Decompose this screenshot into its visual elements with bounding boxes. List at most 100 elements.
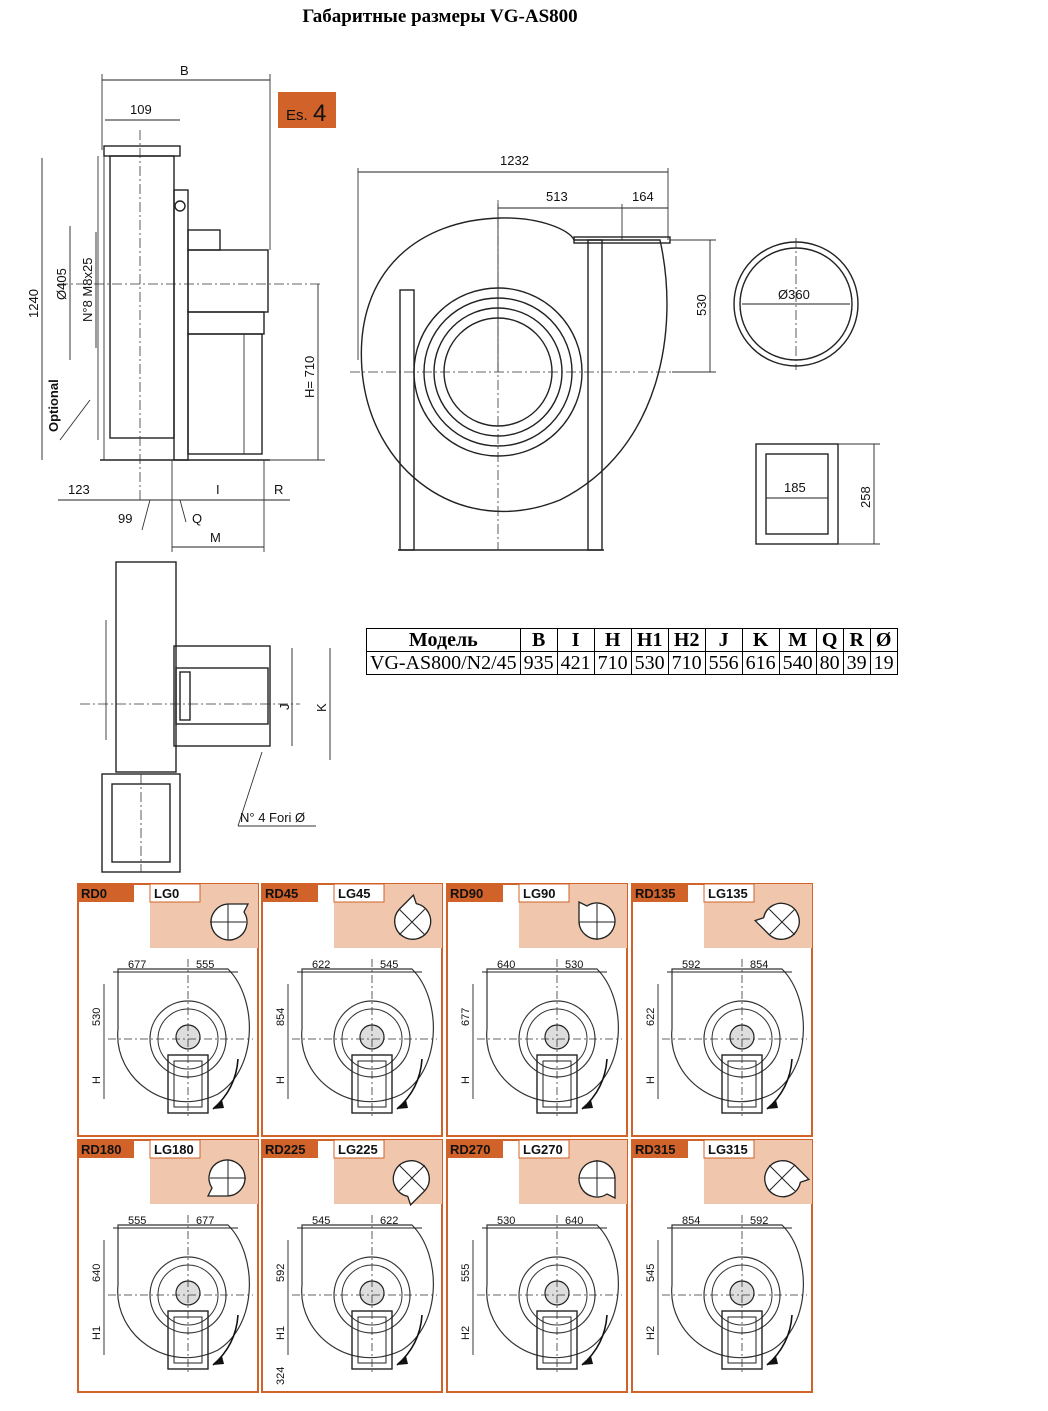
dim-m: M [210, 530, 221, 545]
cell-diameter: 19 [869, 651, 898, 675]
cell-q: 80 [815, 651, 844, 675]
lg-label: LG90 [523, 886, 556, 901]
header-diameter: Ø [869, 628, 898, 652]
header-h: H [593, 628, 632, 652]
dim-d405: Ø405 [54, 268, 69, 300]
cell-h1: 530 [630, 651, 669, 675]
page-title: Габаритные размеры VG-AS800 [302, 6, 578, 27]
rd-label: RD180 [81, 1142, 121, 1157]
dim-label: 854 [275, 1008, 287, 1026]
dim-label: 677 [460, 1008, 472, 1026]
rotation-icon [764, 1160, 811, 1198]
cell-j: 556 [704, 651, 743, 675]
dim-label: H [645, 1076, 657, 1084]
dim-label: 854 [682, 1215, 700, 1227]
dim-label: 592 [275, 1264, 287, 1282]
dim-label: 592 [750, 1215, 768, 1227]
svg-text:Es.: Es. [286, 107, 308, 124]
dim-label: 622 [645, 1008, 657, 1026]
rd-label: RD270 [450, 1142, 490, 1157]
dim-label: 854 [750, 959, 768, 971]
rd-label: RD0 [81, 886, 107, 901]
rotation-icon [578, 900, 616, 940]
dim-label: 640 [565, 1215, 583, 1227]
dim-i: I [216, 482, 220, 497]
dim-label: 677 [128, 959, 146, 971]
header-model: Модель [366, 628, 521, 652]
cell-h: 710 [593, 651, 632, 675]
svg-text:4: 4 [313, 100, 326, 127]
dim-1232: 1232 [500, 153, 529, 168]
table-row: VG-AS800/N2/45 935 421 710 530 710 556 6… [366, 651, 898, 675]
cell-k: 616 [741, 651, 780, 675]
square-flange: 185 258 [755, 443, 880, 545]
header-b: B [519, 628, 558, 652]
dim-label: 622 [312, 959, 330, 971]
dim-holes: N° 4 Fori Ø [240, 810, 305, 825]
cell-h2: 710 [667, 651, 706, 675]
dim-k: K [314, 703, 329, 712]
dim-label: 530 [565, 959, 583, 971]
header-q: Q [815, 628, 844, 652]
dim-label: H [275, 1076, 287, 1084]
dim-label: 324 [275, 1367, 287, 1385]
lg-label: LG0 [154, 886, 179, 901]
cell-i: 421 [556, 651, 595, 675]
cell-b: 935 [519, 651, 558, 675]
lg-label: LG180 [154, 1142, 194, 1157]
header-h2: H2 [667, 628, 706, 652]
dim-label: 677 [196, 1215, 214, 1227]
header-r: R [842, 628, 871, 652]
top-view: J K N° 4 Fori Ø [80, 561, 331, 873]
cell-m: 540 [778, 651, 817, 675]
dim-label: 545 [380, 959, 398, 971]
dim-label: 545 [312, 1215, 330, 1227]
rd-label: RD225 [265, 1142, 305, 1157]
table-header-row: Модель B I H H1 H2 J K M Q R Ø [366, 628, 898, 652]
rd-label: RD135 [635, 886, 675, 901]
dim-q: Q [192, 511, 202, 526]
dim-label: H2 [460, 1326, 472, 1340]
rotation-icon [578, 1160, 616, 1200]
header-i: I [556, 628, 595, 652]
cell-r: 39 [842, 651, 871, 675]
rd-label: RD45 [265, 886, 298, 901]
dim-label: H2 [645, 1326, 657, 1340]
cell-model: VG-AS800/N2/45 [366, 651, 521, 675]
round-flange: Ø360 [733, 238, 859, 370]
dim-1240: 1240 [26, 289, 41, 318]
dim-label: 530 [497, 1215, 515, 1227]
rotation-icon [392, 1160, 430, 1207]
rotation-icon [206, 1159, 246, 1197]
dim-optional: Optional [46, 379, 61, 432]
front-view: 1232 513 164 530 [350, 153, 716, 551]
header-h1: H1 [630, 628, 669, 652]
dim-bolts: N°8 M8x25 [80, 258, 95, 322]
es-badge: Es. 4 [278, 92, 336, 128]
dim-164: 164 [632, 189, 654, 204]
spec-table: Модель B I H H1 H2 J K M Q R Ø VG-AS800/… [366, 628, 898, 675]
rd-label: RD90 [450, 886, 483, 901]
dim-123: 123 [68, 482, 90, 497]
lg-label: LG135 [708, 886, 748, 901]
dim-label: 555 [196, 959, 214, 971]
dim-r: R [274, 482, 283, 497]
dim-label: 530 [91, 1008, 103, 1026]
dim-d360: Ø360 [778, 287, 810, 302]
dim-label: 622 [380, 1215, 398, 1227]
dim-label: H1 [275, 1326, 287, 1340]
dim-label: 545 [645, 1264, 657, 1282]
dimension-drawing: B 109 1240 Ø405 N°8 M8x25 Optional [26, 63, 880, 873]
dim-label: H [460, 1076, 472, 1084]
dim-label: H [91, 1076, 103, 1084]
dim-label: 555 [128, 1215, 146, 1227]
rotation-icon [753, 902, 800, 940]
dim-label: 640 [497, 959, 515, 971]
dim-label: 640 [91, 1264, 103, 1282]
